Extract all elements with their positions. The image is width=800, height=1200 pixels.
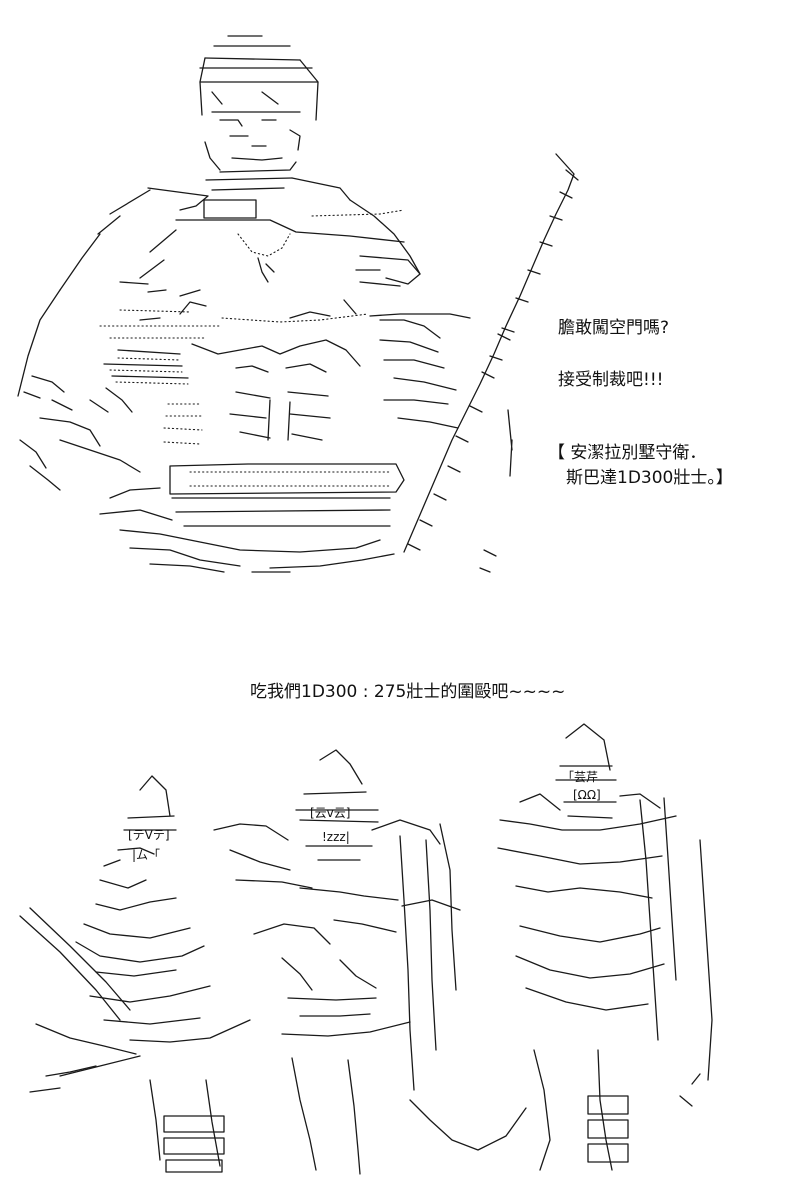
dialogue-line-1: 膽敢闖空門嗎?: [558, 318, 670, 338]
caption-line-1: 【 安潔拉別墅守衛．: [548, 443, 707, 463]
helmet-sign-middle-zzz: !zzz|: [322, 830, 350, 844]
helmet-sign-right-sub: [ΩΩ]: [573, 788, 601, 802]
spartan-trio-illustration: [19, 723, 713, 1175]
caption-line-2: 斯巴達1D300壯士。】: [566, 468, 733, 488]
helmet-sign-left-sub: |ム「: [132, 848, 161, 862]
helmet-sign-middle: [云v云]: [310, 806, 351, 820]
helmet-sign-left: [テVテ]: [128, 828, 170, 842]
helmet-sign-right: 「芸芹: [562, 770, 599, 784]
spartan-guard-illustration: [17, 35, 579, 573]
banner-text: 吃我們1D300 : 275壯士的圍毆吧~~~~: [250, 682, 566, 702]
dialogue-line-2: 接受制裁吧!!!: [558, 370, 664, 390]
